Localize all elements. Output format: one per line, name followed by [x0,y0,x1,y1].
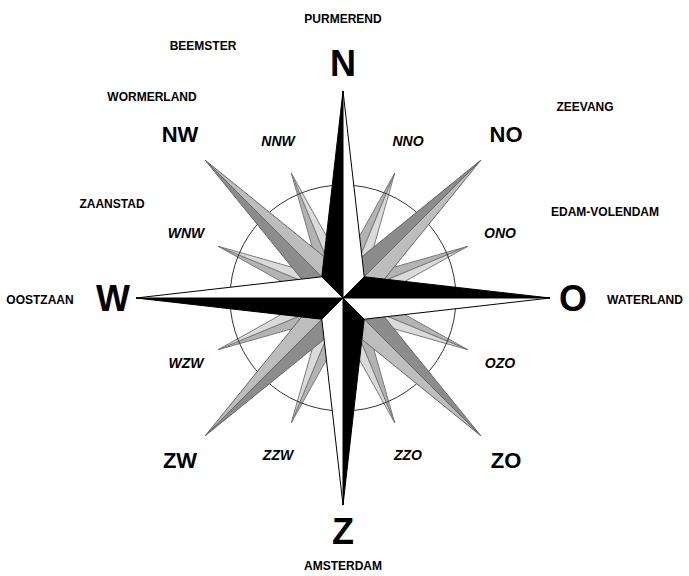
minor-direction-label: WZW [169,356,204,370]
intercardinal-label: NW [162,124,199,146]
minor-direction-label: ZZW [263,448,293,462]
place-name: EDAM-VOLENDAM [551,206,659,218]
minor-direction-label: ZZO [394,448,422,462]
intercardinal-label: NO [490,124,523,146]
cardinal-label: W [96,281,130,317]
cardinal-point [136,298,343,319]
cardinal-point [322,298,343,505]
minor-direction-label: WNW [168,226,205,240]
cardinal-label: Z [332,514,354,550]
place-name: PURMEREND [304,13,381,25]
place-name: WORMERLAND [107,91,196,103]
cardinal-label: N [330,46,356,82]
place-name: WATERLAND [607,294,683,306]
place-name: AMSTERDAM [304,560,382,572]
cardinal-point [343,298,364,505]
minor-direction-label: ONO [484,226,516,240]
place-name: ZEEVANG [556,101,613,113]
place-name: OOSTZAAN [6,294,73,306]
place-name: BEEMSTER [170,40,237,52]
minor-direction-label: NNO [392,134,423,148]
cardinal-point [343,277,550,298]
cardinal-point [322,91,343,298]
cardinal-label: O [559,281,587,317]
place-name: ZAANSTAD [79,198,144,210]
intercardinal-label: ZO [491,450,522,472]
cardinal-point [343,91,364,298]
minor-direction-label: OZO [485,356,515,370]
intercardinal-label: ZW [163,450,197,472]
cardinal-point [136,277,343,298]
cardinal-point [343,298,550,319]
minor-direction-label: NNW [261,134,294,148]
cardinal-points [136,91,550,505]
